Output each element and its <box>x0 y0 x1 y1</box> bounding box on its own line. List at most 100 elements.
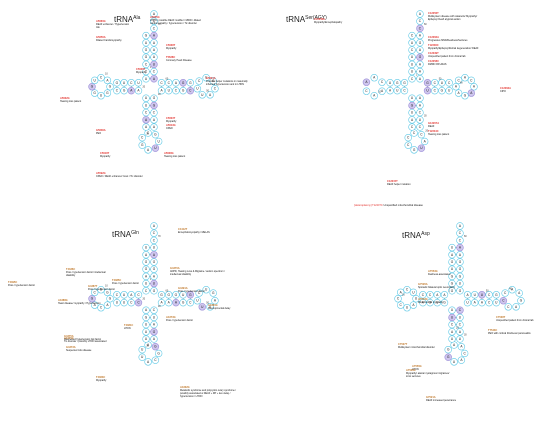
nucleotide-circle <box>165 86 173 95</box>
position-number: 40 <box>509 288 512 291</box>
nucleotide-letter: A <box>511 288 514 292</box>
nucleotide-letter: A <box>459 246 462 250</box>
nucleotide-circle <box>127 298 135 307</box>
nucleotide-circle <box>433 298 441 307</box>
nucleotide-circle <box>409 288 418 297</box>
nucleotide-circle <box>154 137 163 146</box>
mutation-code: G5601A <box>206 76 216 80</box>
mutation-note: PEO with cortical blindness/ pancreatiti… <box>488 332 531 335</box>
nucleotide-letter: U <box>168 89 171 93</box>
mutation-code: G4391A <box>178 286 188 290</box>
nucleotide-letter: C <box>214 87 217 91</box>
nucleotide-letter: U <box>137 81 140 85</box>
nucleotide-letter: C <box>153 26 156 30</box>
nucleotide-letter: A <box>459 330 462 334</box>
nucleotide-letter: A <box>419 96 422 100</box>
nucleotide-letter: C <box>397 297 400 301</box>
nucleotide-letter: C <box>488 301 491 305</box>
nucleotide-letter: U <box>145 282 148 286</box>
nucleotide-circle <box>463 298 472 307</box>
nucleotide-letter: C <box>419 111 422 115</box>
nucleotide-letter: U <box>209 305 212 309</box>
nucleotide-circle <box>150 123 158 131</box>
nucleotide-letter: U <box>451 267 454 271</box>
nucleotide-circle <box>172 291 180 299</box>
nucleotide-letter: G <box>153 103 156 107</box>
nucleotide-circle <box>172 86 180 95</box>
nucleotide-circle <box>499 297 508 305</box>
mutation-note: Myopathy/ ataxia/ nystagmus/ migraines/ <box>406 372 450 375</box>
nucleotide-letter: G <box>447 355 450 359</box>
position-number: 20 <box>142 85 145 88</box>
nucleotide-letter: U <box>145 246 148 250</box>
mutation-code: C12258A <box>314 17 325 21</box>
position-number: 1 <box>150 66 152 69</box>
nucleotide-letter: G <box>189 293 192 297</box>
nucleotide-circle <box>142 328 150 336</box>
nucleotide-letter: C <box>153 19 156 23</box>
nucleotide-circle <box>378 78 386 86</box>
nucleotide-letter: A <box>419 77 422 81</box>
nucleotide-letter: G <box>116 81 119 85</box>
mutation-note: Metabolic syndrome and polycystic ovary … <box>180 389 236 392</box>
nucleotide-letter: U <box>429 301 432 305</box>
position-number: 10 <box>105 284 108 287</box>
nucleotide-letter: U <box>451 308 454 312</box>
mutation-note: Hearing loss patient <box>164 155 185 158</box>
mutation-code: G7521A <box>426 395 436 399</box>
nucleotide-circle <box>150 335 158 343</box>
nucleotide-letter: U <box>205 288 208 292</box>
nucleotide-letter: A <box>453 343 456 347</box>
nucleotide-circle <box>150 306 158 314</box>
nucleotide-letter: C <box>429 293 432 297</box>
nucleotide-circle <box>408 60 416 69</box>
nucleotide-letter: U <box>426 89 429 93</box>
nucleotide-letter: A <box>373 76 376 80</box>
nucleotide-letter: U <box>474 293 477 297</box>
mutation-code: A4332G <box>180 385 190 389</box>
nucleotide-letter: G <box>141 143 144 147</box>
nucleotide-circle <box>113 86 121 95</box>
mutation-note: LHON <box>412 368 419 371</box>
nucleotide-circle <box>198 91 206 99</box>
nucleotide-circle <box>150 101 158 110</box>
nucleotide-letter: A <box>365 80 368 84</box>
nucleotide-circle <box>142 108 150 117</box>
nucleotide-letter: C <box>411 125 414 129</box>
nucleotide-letter: C <box>459 238 462 242</box>
nucleotide-circle <box>416 31 424 40</box>
nucleotide-circle <box>179 291 187 299</box>
nucleotide-letter: A <box>455 85 458 89</box>
nucleotide-circle <box>113 298 121 307</box>
nucleotide-letter: A <box>153 224 156 228</box>
nucleotide-letter: A <box>153 323 156 327</box>
nucleotide-circle <box>103 76 112 85</box>
nucleotide-letter: U <box>182 293 185 297</box>
nucleotide-letter: C <box>141 136 144 140</box>
nucleotide-letter: U <box>153 315 156 319</box>
position-number: 30 <box>424 114 427 117</box>
nucleotide-circle <box>438 79 446 87</box>
nucleotide-letter: U <box>145 103 148 107</box>
mutation-note: Developmental delay <box>208 307 231 310</box>
nucleotide-letter: C <box>411 34 414 38</box>
nucleotide-letter: A <box>168 301 171 305</box>
nucleotide-circle <box>416 75 424 83</box>
nucleotide-circle <box>416 94 424 102</box>
nucleotide-letter: C <box>116 293 119 297</box>
nucleotide-letter: G <box>153 96 156 100</box>
nucleotide-circle <box>103 288 112 297</box>
nucleotide-letter: U <box>411 70 414 74</box>
mutation-code: A5613G <box>166 123 176 127</box>
nucleotide-letter: A <box>153 337 156 341</box>
position-number: 30 <box>146 132 149 135</box>
nucleotide-circle <box>471 298 479 307</box>
mutation-note: Myopathy <box>100 155 111 158</box>
nucleotide-letter: C <box>434 81 437 85</box>
